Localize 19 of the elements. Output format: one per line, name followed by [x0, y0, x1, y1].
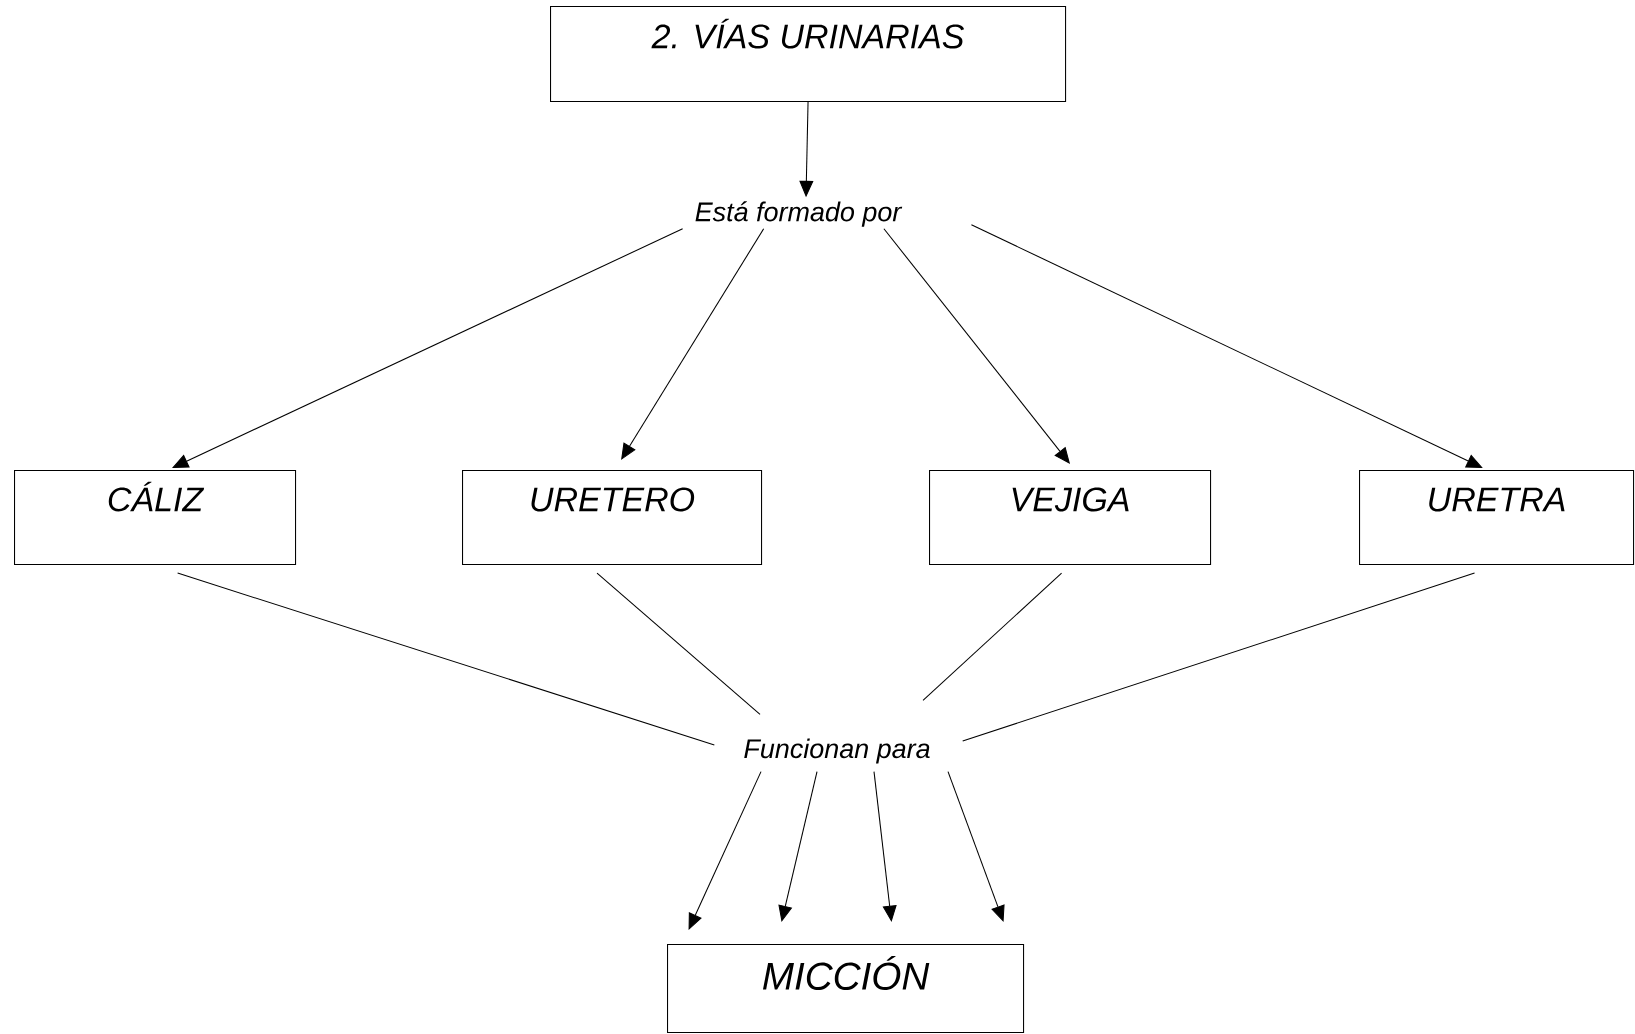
arrow — [778, 771, 818, 922]
connector-line — [962, 572, 1476, 742]
arrow — [947, 771, 1005, 922]
connector-line — [922, 572, 1063, 701]
text-box: URETERO — [462, 470, 763, 566]
text-box: 2. VÍAS URINARIAS — [550, 6, 1067, 103]
connector-line — [596, 572, 761, 715]
arrow — [621, 228, 765, 460]
text-box: VEJIGA — [929, 470, 1212, 566]
connector-line — [177, 572, 715, 746]
linking-phrase: Está formado por — [695, 201, 903, 227]
arrow — [688, 771, 762, 930]
linking-phrase: Funcionan para — [744, 738, 930, 764]
text-box: URETRA — [1359, 470, 1635, 566]
arrow — [873, 771, 897, 922]
text-box: CÁLIZ — [14, 470, 297, 566]
text-box: MICCIÓN — [667, 944, 1025, 1034]
arrow — [172, 228, 684, 468]
arrow — [970, 224, 1483, 468]
